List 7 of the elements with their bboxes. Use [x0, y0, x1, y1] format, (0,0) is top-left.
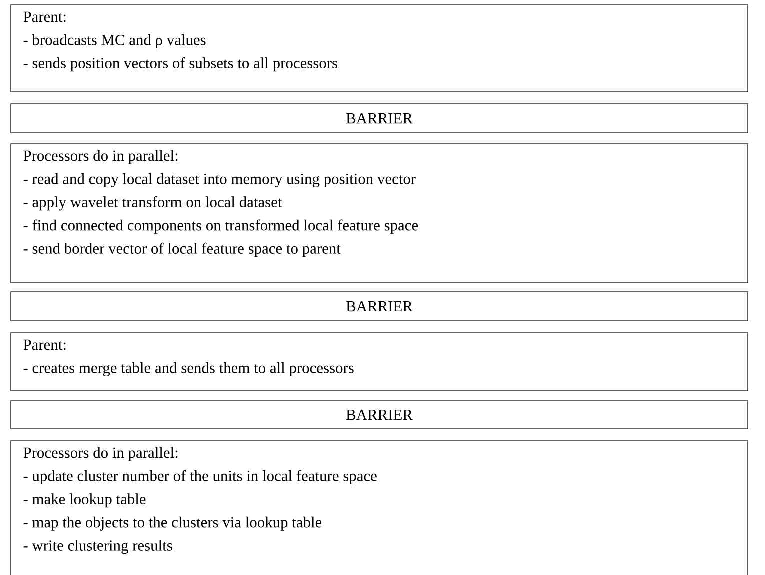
barrier-bar: BARRIER — [10, 104, 748, 134]
step-box: Parent: - creates merge table and sends them to all processors — [10, 332, 748, 392]
barrier-bar: BARRIER — [10, 400, 748, 430]
barrier-bar: BARRIER — [10, 292, 748, 322]
step-box: Processors do in parallel: - read and copy local dataset into memory using position vector - apply wavelet transform on local dataset - find connected components on transformed local feature space - send border vector of local feature space to parent — [10, 144, 748, 284]
step-box: Processors do in parallel: - update cluster number of the units in local feature space - make lookup table - map the objects to the clusters via lookup table - write clustering results — [10, 440, 748, 575]
step-box: Parent: - broadcasts MC and ρ values - sends position vectors of subsets to all processors — [10, 4, 748, 92]
